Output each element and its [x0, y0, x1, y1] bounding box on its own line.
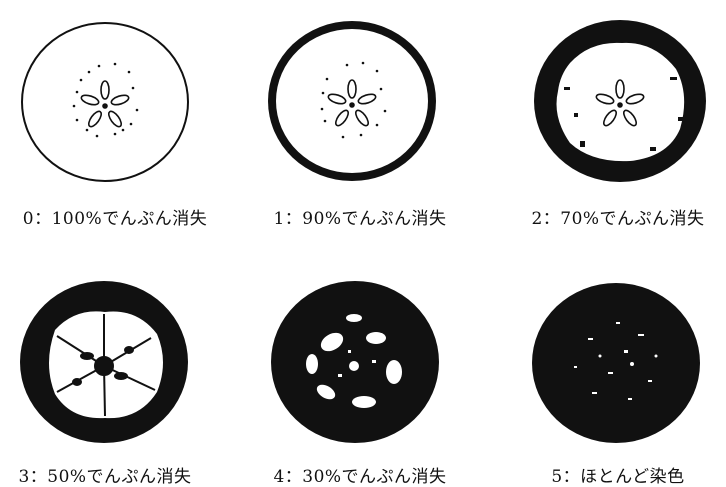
stage-0-caption: 0：100%でんぷん消失	[10, 204, 220, 229]
stage-4-caption: 4：30%でんぷん消失	[250, 462, 470, 487]
apple-disc-stage-3	[17, 278, 191, 446]
apple-disc-stage-1	[265, 17, 439, 185]
apple-disc-stage-4	[268, 278, 442, 446]
stage-1-caption: 1：90%でんぷん消失	[255, 204, 465, 229]
apple-disc-stage-2	[530, 17, 710, 185]
apple-disc-stage-5	[528, 280, 704, 446]
stage-3-caption: 3：50%でんぷん消失	[0, 462, 210, 487]
stage-2-caption: 2：70%でんぷん消失	[510, 204, 726, 229]
stage-5-caption: 5：ほとんど染色	[530, 462, 706, 487]
apple-disc-stage-0	[19, 20, 191, 184]
